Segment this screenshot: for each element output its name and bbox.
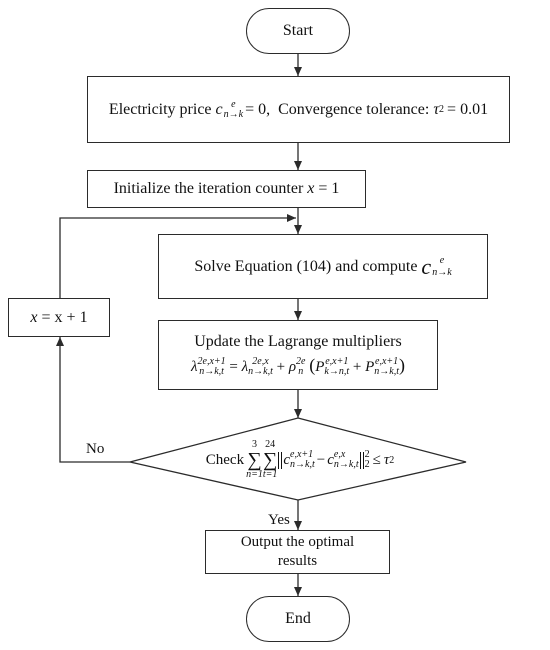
sum2-lower: t=1 <box>262 469 278 480</box>
eq-rho-sup: 2e <box>296 356 306 368</box>
eq-p2-sub: n→k,t <box>374 366 399 378</box>
check-tau: τ <box>383 451 390 468</box>
eq-term1: λ <box>241 358 249 375</box>
price-symbol: c <box>215 100 223 118</box>
eq-p1: P <box>315 358 325 375</box>
solve-sup: e <box>439 254 445 266</box>
eq-p2-sup: e,x+1 <box>375 356 399 368</box>
output-line1: Output the optimal <box>240 534 355 550</box>
check-minus: − <box>316 451 326 468</box>
eq-p1-sup: e,x+1 <box>325 356 349 368</box>
check-c2-sup: e,x <box>333 449 346 460</box>
eq-plus: + <box>276 358 286 375</box>
init-counter-var: x <box>307 180 315 197</box>
solve-symbol: c <box>421 253 432 279</box>
sum2-sigma: ∑ <box>262 449 278 471</box>
eq-lparen: ( <box>309 354 316 375</box>
check-c1: c <box>283 451 291 468</box>
output-box: Output the optimal results <box>205 530 390 574</box>
decision-diamond <box>129 417 467 501</box>
check-c2-sub: n→k,t <box>333 459 359 470</box>
check-condition: Check 3 ∑ n=1 24 ∑ t=1 ​ ce,x+1n→k,t − c… <box>180 430 420 490</box>
increment-lhs: x <box>30 308 38 326</box>
init-counter-text: Initialize the iteration counter <box>113 180 304 197</box>
check-c2: c <box>327 451 334 468</box>
sum2-upper: 24 <box>265 439 276 450</box>
tol-symbol: τ <box>433 100 440 118</box>
solve-text: Solve Equation (104) and compute <box>194 257 418 275</box>
price-sup: e <box>231 98 236 110</box>
eq-p2: P <box>365 358 375 375</box>
end-label: End <box>285 610 311 627</box>
output-line2: results <box>277 553 318 569</box>
sum1-lower: n=1 <box>246 469 263 480</box>
arrow-no-branch <box>56 337 130 463</box>
eq-lhs-sup: 2e,x+1 <box>197 356 226 368</box>
eq-plus2: + <box>352 358 362 375</box>
tol-label: Convergence tolerance: <box>278 100 430 118</box>
end-terminal: End <box>246 596 350 642</box>
eq-lhs: λ <box>191 358 198 375</box>
branch-no-label: No <box>86 441 105 457</box>
eq-rparen: ) <box>398 354 405 375</box>
eq-rho-sub: n <box>298 366 304 378</box>
eq-p1-sub: k→n,t <box>324 366 350 378</box>
check-label: Check <box>205 451 245 468</box>
sum1-upper: 3 <box>251 439 257 450</box>
norm-right: ​ <box>359 451 364 469</box>
price-sub: n→k <box>223 108 244 120</box>
eq-lhs-sub: n→k,t <box>199 366 224 378</box>
check-leq: ≤ <box>372 451 381 468</box>
price-value: = 0, <box>245 100 271 118</box>
update-title: Update the Lagrange multipliers <box>194 332 402 350</box>
increment-box: x = x + 1 <box>8 298 110 337</box>
sum1: 3 ∑ n=1 <box>246 440 263 480</box>
eq-equals: = <box>229 358 238 375</box>
tol-sub: 2 <box>439 104 445 115</box>
init-counter-value: = 1 <box>318 180 340 197</box>
check-tau-sub: 2 <box>389 454 395 466</box>
init-counter-box: Initialize the iteration counter x = 1 <box>87 170 366 208</box>
start-label: Start <box>282 22 314 39</box>
norm-left: ​ <box>278 451 283 469</box>
eq-rho: ρ <box>288 358 297 375</box>
eq-term1-sup: 2e,x <box>252 356 269 368</box>
price-label: Electricity price <box>108 100 212 118</box>
solve-sub: n→k <box>432 266 452 278</box>
start-terminal: Start <box>246 8 350 54</box>
check-c1-sub: n→k,t <box>290 459 315 470</box>
check-c1-sup: e,x+1 <box>290 449 314 460</box>
norm-sub: 2 <box>364 459 370 470</box>
arrow-loop-back <box>59 214 296 298</box>
tol-value: = 0.01 <box>447 100 489 118</box>
increment-rhs: = x + 1 <box>41 308 88 326</box>
sum1-sigma: ∑ <box>247 449 262 471</box>
branch-yes-label: Yes <box>268 512 290 528</box>
sum2: 24 ∑ t=1 <box>263 440 278 480</box>
norm-sup: 2 <box>364 449 370 460</box>
eq-term1-sub: n→k,t <box>248 366 273 378</box>
